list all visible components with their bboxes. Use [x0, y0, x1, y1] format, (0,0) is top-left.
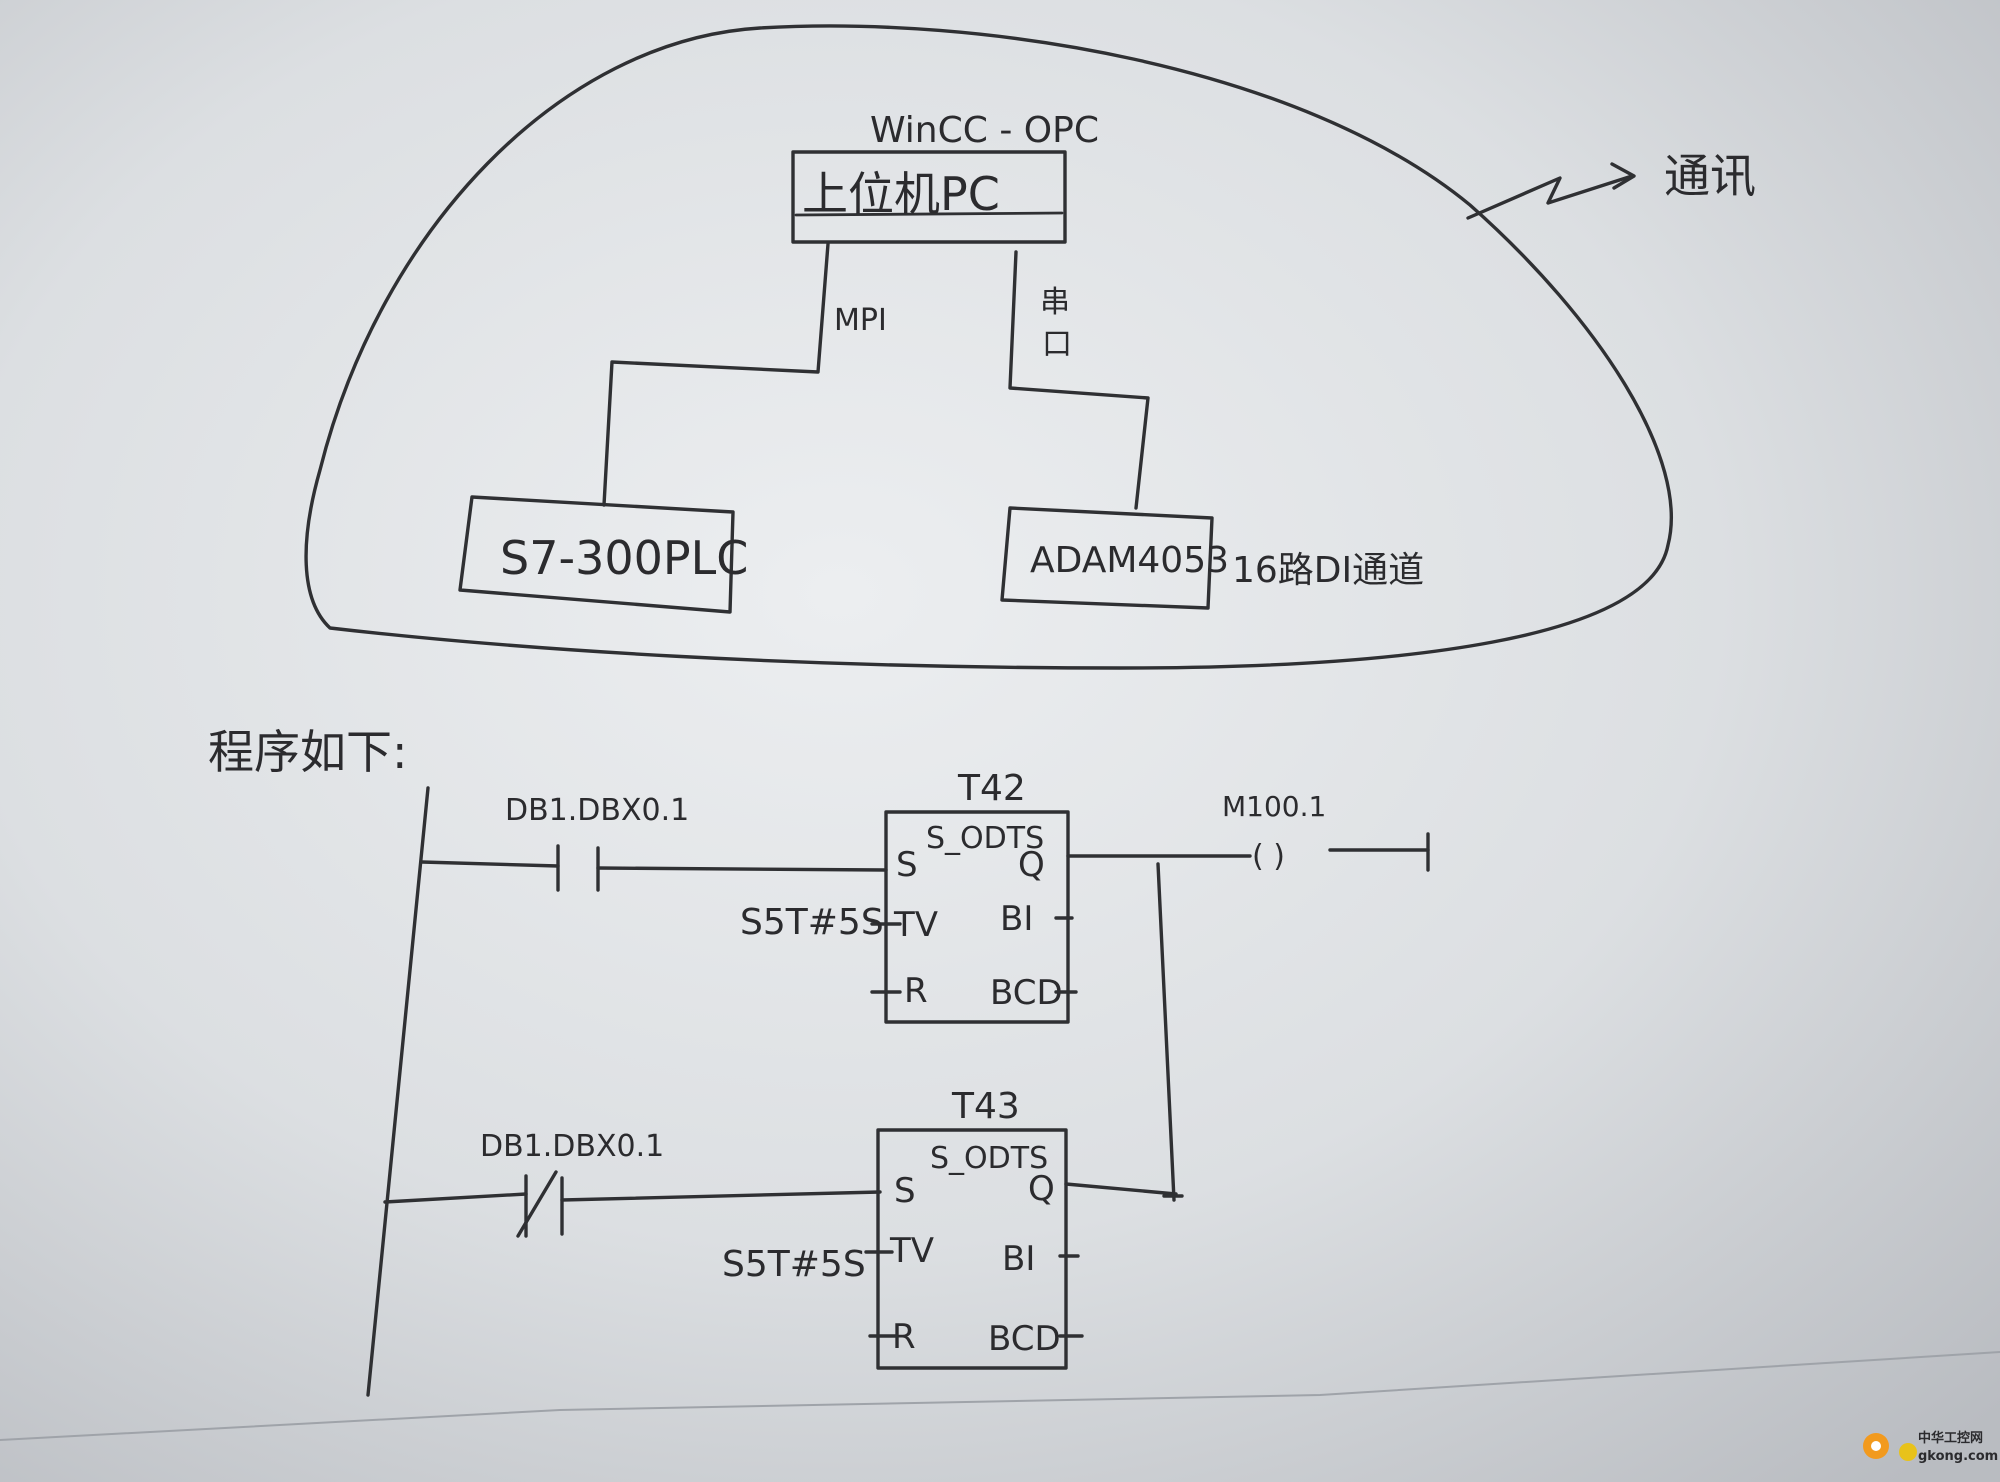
page-edge-line: [0, 1351, 2000, 1441]
timer2-pin-bi: BI: [1002, 1239, 1035, 1279]
plc-box: [458, 495, 735, 614]
rung1-wire-left: [420, 860, 560, 868]
timer1-pin-s: S: [896, 845, 918, 885]
rung2-wire-to-timer: [560, 1190, 882, 1202]
gear-small-icon: [1899, 1443, 1917, 1461]
timer1-tv-value: S5T#5S: [740, 902, 884, 943]
contact2-nc-slash: [516, 1170, 558, 1238]
serial-label-2: 口: [1042, 327, 1072, 362]
network-diagram: 通讯 WinCC - OPC 上位机PC MPI 串 口 S7-300PLC A…: [304, 24, 1756, 670]
pc-box: [791, 150, 1067, 244]
rung2-q-wire: [1064, 1182, 1178, 1196]
timer2-tv-value: S5T#5S: [722, 1244, 866, 1285]
signal-arrow: [1466, 174, 1634, 220]
timer2-pin-r: R: [892, 1317, 916, 1357]
timer2-type: S_ODTS: [930, 1141, 1048, 1176]
mpi-link-wire: [602, 242, 830, 507]
pc-label: 上位机PC: [802, 167, 1000, 221]
timer2-name: T43: [951, 1086, 1020, 1127]
timer1-pin-r: R: [904, 971, 928, 1011]
watermark-line1: 中华工控网: [1918, 1430, 1983, 1446]
ladder-program: 程序如下: DB1.DBX0.1 T42 S_ODTS S TV R Q BI …: [208, 725, 1430, 1397]
timer2-pin-s: S: [894, 1171, 916, 1211]
pc-header: WinCC - OPC: [870, 110, 1099, 151]
coil-symbol: ( ): [1252, 839, 1285, 874]
timer2-pin-q: Q: [1028, 1169, 1055, 1209]
timer1-pin-q: Q: [1018, 845, 1045, 885]
timer1-name: T42: [957, 768, 1026, 809]
signal-arrow-head: [1610, 162, 1636, 190]
rung2-wire-left: [383, 1192, 528, 1204]
adam-label: ADAM4053: [1030, 540, 1229, 581]
timer2-pin-bcd: BCD: [988, 1319, 1061, 1359]
rung-2: DB1.DBX0.1 T43 S_ODTS S TV R Q BI BCD S5…: [383, 1086, 1184, 1370]
left-power-rail: [366, 786, 430, 1397]
contact1-label: DB1.DBX0.1: [505, 793, 689, 828]
gear-icon-hole: [1871, 1441, 1881, 1451]
coil-label: M100.1: [1222, 790, 1326, 823]
rung-1: DB1.DBX0.1 T42 S_ODTS S TV R Q BI BCD S5…: [420, 768, 1430, 1202]
timer1-pin-bi: BI: [1000, 899, 1033, 939]
timer2-box: [876, 1128, 1068, 1370]
contact2-label: DB1.DBX0.1: [480, 1129, 664, 1164]
adam-note: 16路DI通道: [1232, 550, 1424, 591]
rung1-wire-to-timer: [596, 866, 888, 872]
watermark: 中华工控网 gkong.com: [1863, 1430, 1998, 1464]
parallel-branch-wire: [1156, 862, 1176, 1202]
mpi-label: MPI: [834, 303, 887, 338]
serial-link-wire: [1008, 250, 1150, 510]
watermark-line2: gkong.com: [1918, 1449, 1998, 1464]
timer1-type: S_ODTS: [926, 821, 1044, 856]
program-heading: 程序如下:: [208, 725, 408, 779]
network-cloud-outline: [304, 24, 1673, 670]
serial-label-1: 串: [1040, 285, 1070, 320]
plc-label: S7-300PLC: [500, 531, 748, 585]
cloud-label: 通讯: [1664, 149, 1756, 203]
timer1-pin-bcd: BCD: [990, 973, 1063, 1013]
adam-box: [1000, 506, 1214, 610]
pc-box-inner-line: [794, 211, 1064, 217]
timer2-pin-tv: TV: [889, 1231, 934, 1271]
